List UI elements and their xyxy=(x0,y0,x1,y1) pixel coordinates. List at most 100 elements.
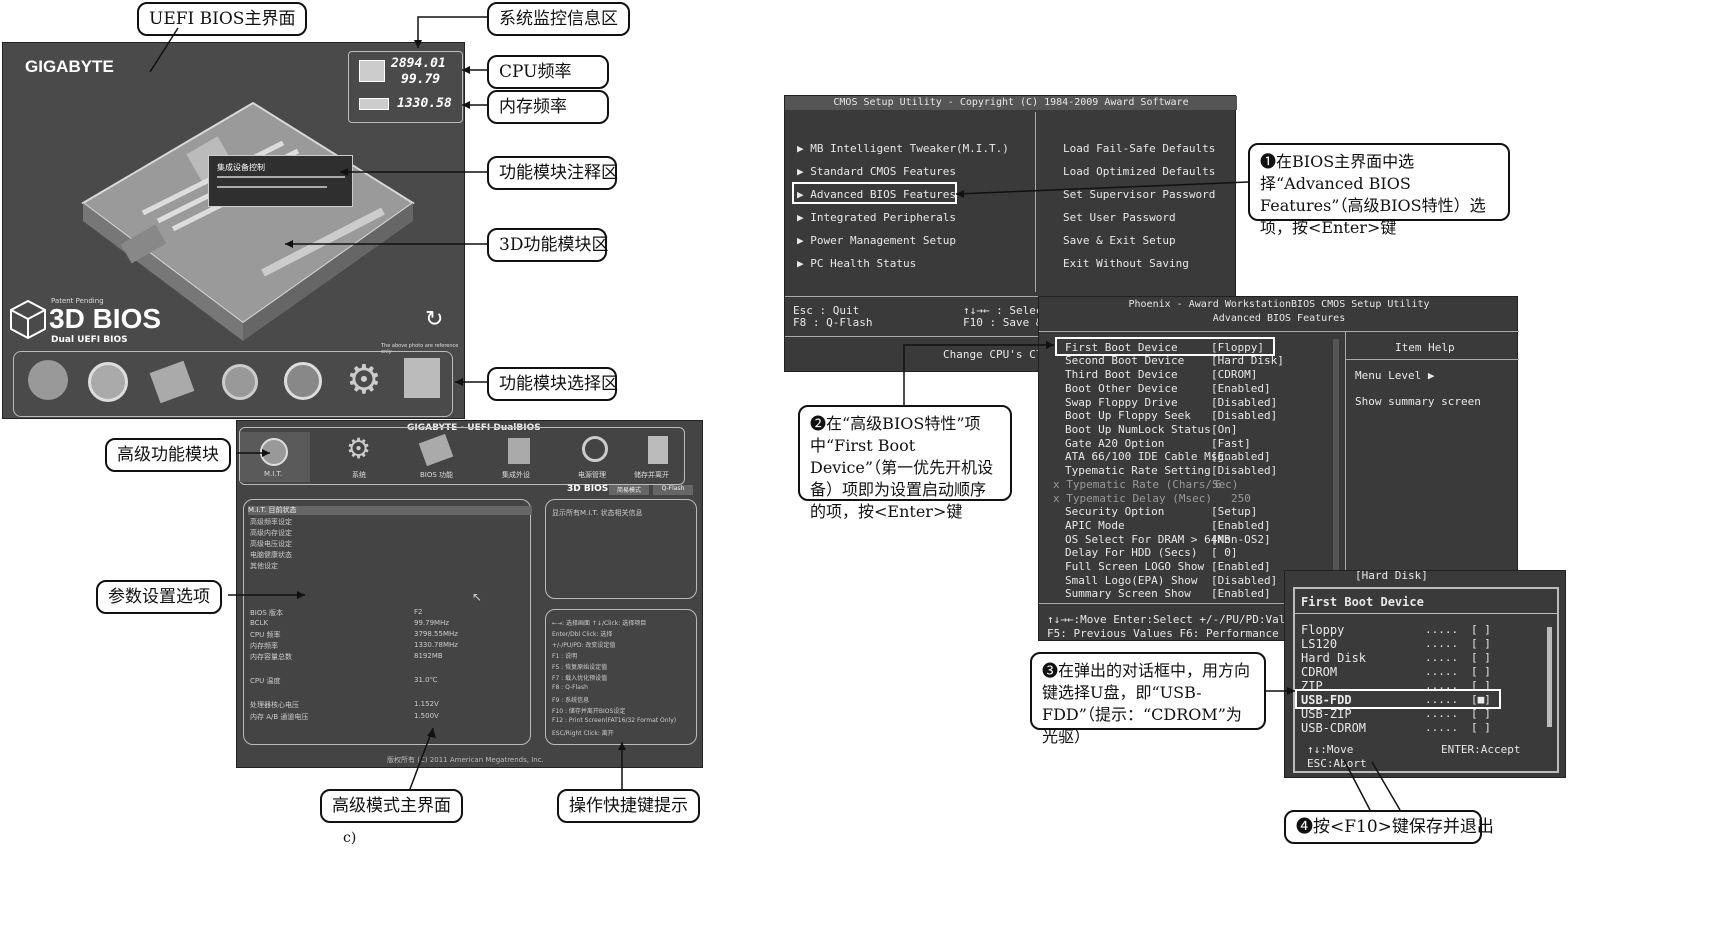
setting-row[interactable]: Third Boot Device xyxy=(1065,368,1178,381)
cmos-menu-item[interactable]: Set User Password xyxy=(1063,211,1176,224)
disc-icon[interactable] xyxy=(88,362,128,402)
setting-value[interactable]: [Non-OS2] xyxy=(1211,533,1271,546)
boot-option[interactable]: CDROM xyxy=(1301,665,1338,679)
menu-item[interactable]: 高级内存设定 xyxy=(250,529,292,537)
param-label: CPU 频率 xyxy=(250,631,281,639)
param-value: F2 xyxy=(414,608,423,616)
tab-bios-features[interactable]: BIOS 功能 xyxy=(408,432,468,482)
dialog-scrollbar[interactable] xyxy=(1547,627,1552,727)
setting-row[interactable]: Delay For HDD (Secs) xyxy=(1065,546,1198,559)
boot-option[interactable]: LS120 xyxy=(1301,637,1338,651)
setting-row[interactable]: Boot Other Device xyxy=(1065,382,1178,395)
graduation-icon[interactable] xyxy=(28,360,68,400)
setting-row[interactable]: Full Screen LOGO Show xyxy=(1065,560,1205,573)
cmos-menu-item-advanced[interactable]: ▶ Advanced BIOS Features xyxy=(797,188,956,201)
setting-row[interactable]: First Boot Device xyxy=(1065,341,1178,354)
setting-value[interactable]: [Disabled] xyxy=(1211,574,1278,587)
setting-value[interactable]: [Disabled] xyxy=(1211,396,1278,409)
setting-value[interactable]: [Enabled] xyxy=(1211,450,1271,463)
dialog-title: First Boot Device xyxy=(1301,595,1424,609)
advanced-3d-bios-logo: 3D BIOS xyxy=(567,484,609,494)
cmos-menu-item[interactable]: ▶ PC Health Status xyxy=(797,257,917,270)
menu-item-selected[interactable]: M.I.T. 目前状态 xyxy=(248,506,532,515)
setting-row: x Typematic Delay (Msec) xyxy=(1053,492,1212,505)
setting-row[interactable]: Security Option xyxy=(1065,505,1165,518)
menu-item[interactable]: 高级频率设定 xyxy=(250,518,292,526)
tab-power[interactable]: 电源管理 xyxy=(566,432,626,482)
param-label: CPU 温度 xyxy=(250,677,281,685)
setting-row[interactable]: Typematic Rate Setting xyxy=(1065,464,1211,477)
cmos-menu-item[interactable]: Load Optimized Defaults xyxy=(1063,165,1216,178)
setting-value[interactable]: [Enabled] xyxy=(1211,382,1271,395)
setting-value[interactable]: [Fast] xyxy=(1211,437,1251,450)
cmos-menu-item[interactable]: Exit Without Saving xyxy=(1063,257,1189,270)
cmos-menu-item[interactable]: ▶ MB Intelligent Tweaker(M.I.T.) xyxy=(797,142,1009,155)
dual-uefi-label: Dual UEFI BIOS xyxy=(51,335,128,345)
cmos-status-line: Change CPU's Cl xyxy=(943,348,1043,361)
setting-value[interactable]: [Hard Disk] xyxy=(1211,354,1284,367)
refresh-icon[interactable]: ↻ xyxy=(425,307,444,332)
setting-value[interactable]: [Setup] xyxy=(1211,505,1258,518)
usb-fdd-highlight xyxy=(1295,689,1501,709)
param-label: 内存容量总数 xyxy=(250,653,292,661)
setting-value[interactable]: [Enabled] xyxy=(1211,560,1271,573)
tab-system[interactable]: ⚙ 系统 xyxy=(346,432,372,479)
callout-cpu: CPU频率 xyxy=(487,55,609,89)
item-help-title: Item Help xyxy=(1395,341,1455,354)
cmos-menu-item[interactable]: Set Supervisor Password xyxy=(1063,188,1216,201)
gauge-icon[interactable] xyxy=(284,362,322,400)
qflash-button[interactable]: Q-Flash xyxy=(653,485,693,495)
menu-item[interactable]: 电脑健康状态 xyxy=(250,551,292,559)
cmos-menu-item[interactable]: ▶ Power Management Setup xyxy=(797,234,956,247)
setting-row[interactable]: Swap Floppy Drive xyxy=(1065,396,1178,409)
setting-row[interactable]: ATA 66/100 IDE Cable Msg. xyxy=(1065,450,1231,463)
tab-save-exit[interactable]: 储存并离开 xyxy=(630,432,686,482)
setting-row: x Typematic Rate (Chars/Sec) xyxy=(1053,478,1239,491)
copyright-footer: 版权所有 (C) 2011 American Megatrends, Inc. xyxy=(387,756,544,764)
fan-icon[interactable] xyxy=(222,364,258,400)
setting-row[interactable]: Boot Up NumLock Status xyxy=(1065,423,1211,436)
power-icon xyxy=(582,436,608,462)
setting-value[interactable]: [Enabled] xyxy=(1211,519,1271,532)
setting-value: 6 xyxy=(1215,478,1222,491)
step2-callout: ❷在“高级BIOS特性”项中“First Boot Device”（第一优先开机… xyxy=(798,405,1012,521)
param-value: 1.500V xyxy=(414,712,439,720)
boot-option[interactable]: Hard Disk xyxy=(1301,651,1367,665)
setting-row[interactable]: Second Boot Device xyxy=(1065,354,1185,367)
cmos-menu-item[interactable]: ▶ Standard CMOS Features xyxy=(797,165,956,178)
tab-peripherals[interactable]: 集成外设 xyxy=(490,432,550,482)
setting-row[interactable]: APIC Mode xyxy=(1065,519,1125,532)
setting-row[interactable]: OS Select For DRAM > 64MB xyxy=(1065,533,1231,546)
setting-value[interactable]: [ 0] xyxy=(1211,546,1238,559)
cmos-menu-item[interactable]: Load Fail-Safe Defaults xyxy=(1063,142,1216,155)
system-monitor-panel: 2894.01 99.79 1330.58 xyxy=(348,51,463,123)
boot-device-dialog: [Hard Disk] First Boot Device Floppy ...… xyxy=(1284,569,1566,778)
setting-value[interactable]: [CDROM] xyxy=(1211,368,1258,381)
setting-value[interactable]: [Enabled] xyxy=(1211,587,1271,600)
boot-option[interactable]: Floppy xyxy=(1301,623,1345,637)
boot-option-selected[interactable]: USB-FDD xyxy=(1301,693,1352,707)
folder-icon[interactable] xyxy=(404,358,440,398)
setting-value[interactable]: [Disabled] xyxy=(1211,409,1278,422)
setting-row[interactable]: Summary Screen Show xyxy=(1065,587,1191,600)
setting-value[interactable]: [On] xyxy=(1211,423,1238,436)
setting-value[interactable]: [Disabled] xyxy=(1211,464,1278,477)
menu-item[interactable]: 其他设定 xyxy=(250,562,278,570)
setting-row[interactable]: Small Logo(EPA) Show xyxy=(1065,574,1198,587)
menu-item[interactable]: 高级电压设定 xyxy=(250,540,292,548)
cmos-menu-item[interactable]: Save & Exit Setup xyxy=(1063,234,1176,247)
setting-row[interactable]: Gate A20 Option xyxy=(1065,437,1165,450)
boot-option[interactable]: USB-CDROM xyxy=(1301,721,1367,735)
callout-params: 参数设置选项 xyxy=(96,580,222,614)
callout-select: 功能模块选择区 xyxy=(487,367,618,401)
easy-mode-button[interactable]: 简易模式 xyxy=(609,485,649,495)
logo-patent: Patent Pending xyxy=(51,297,104,305)
boot-option[interactable]: USB-ZIP xyxy=(1301,707,1352,721)
setting-row[interactable]: Boot Up Floppy Seek xyxy=(1065,409,1191,422)
scrollbar[interactable] xyxy=(1333,339,1339,589)
gear-icon[interactable]: ⚙ xyxy=(346,357,382,403)
callout-mem: 内存频率 xyxy=(487,90,609,124)
cmos-menu-item[interactable]: ▶ Integrated Peripherals xyxy=(797,211,956,224)
setting-value[interactable]: [Floppy] xyxy=(1211,341,1264,354)
